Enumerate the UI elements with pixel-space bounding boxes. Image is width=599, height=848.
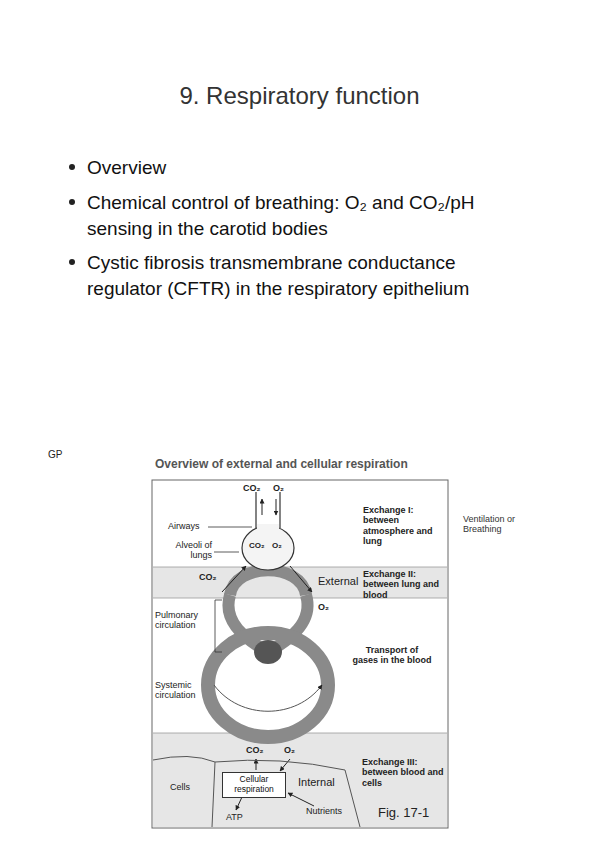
gas-arrow — [222, 566, 246, 592]
pulmonary-capillaries — [230, 570, 306, 595]
exchange-label: Exchange III: between blood and cells — [362, 757, 444, 788]
exchange-label: Exchange I: between atmosphere and lung — [363, 505, 445, 546]
part-name: Pulmonary circulation — [155, 610, 213, 631]
gas-label: CO₂ — [249, 541, 267, 550]
gas-arrow — [276, 499, 277, 515]
part-name: ATP — [226, 812, 250, 822]
gas-label: CO₂ — [246, 745, 266, 755]
process-box: Cellular respiration — [222, 772, 286, 798]
gas-arrow — [262, 499, 263, 515]
alveolus — [242, 526, 294, 570]
gas-label: O₂ — [273, 483, 293, 493]
gas-label: CO₂ — [243, 483, 263, 493]
process-label: Transport of gases in the blood — [352, 645, 432, 666]
leader-line — [208, 527, 252, 528]
slide-title: 9. Respiratory function — [0, 82, 599, 110]
figure-number: Fig. 17-1 — [378, 806, 444, 821]
region-label: External — [318, 575, 362, 588]
internal-band — [153, 733, 447, 827]
gas-label: CO₂ — [199, 572, 219, 582]
airway — [256, 492, 280, 528]
gas-label: O₂ — [284, 745, 304, 755]
leader-line — [214, 552, 239, 553]
bullet-dot — [69, 259, 75, 265]
note: GP — [48, 449, 78, 461]
bracket — [215, 600, 222, 652]
cell-outline — [153, 756, 360, 827]
part-name: Nutrients — [306, 806, 350, 816]
gas-label: O₂ — [318, 602, 338, 612]
band-line — [153, 567, 447, 568]
exchange-label: Exchange II: between lung and blood — [363, 569, 445, 600]
figure-frame — [152, 480, 448, 828]
systemic-loop — [208, 633, 328, 737]
gas-arrow — [290, 566, 312, 592]
bullet-dot — [69, 164, 75, 170]
note: Ventilation or Breathing — [463, 514, 543, 535]
heart — [254, 640, 282, 664]
band-line — [153, 598, 447, 599]
airway-join — [257, 524, 279, 532]
flow-arrow — [214, 685, 322, 711]
process-text: Cellular respiration — [226, 775, 282, 795]
bullet-text: Cystic fibrosis transmembrane conductanc… — [87, 250, 517, 302]
bullet-text: Overview — [87, 155, 517, 181]
nutrient-arrow — [288, 793, 314, 806]
figure-heading: Overview of external and cellular respir… — [155, 458, 455, 472]
gas-label: O₂ — [272, 541, 290, 550]
region-label: Internal — [298, 776, 342, 789]
part-name: Alveoli of lungs — [160, 540, 212, 561]
bullet-dot — [69, 199, 75, 205]
part-name: Cells — [170, 782, 210, 792]
bullet-text: Chemical control of breathing: O₂ and CO… — [87, 190, 517, 242]
atp-arrow — [236, 797, 242, 810]
part-name: Airways — [168, 521, 208, 531]
part-name: Systemic circulation — [155, 680, 201, 701]
